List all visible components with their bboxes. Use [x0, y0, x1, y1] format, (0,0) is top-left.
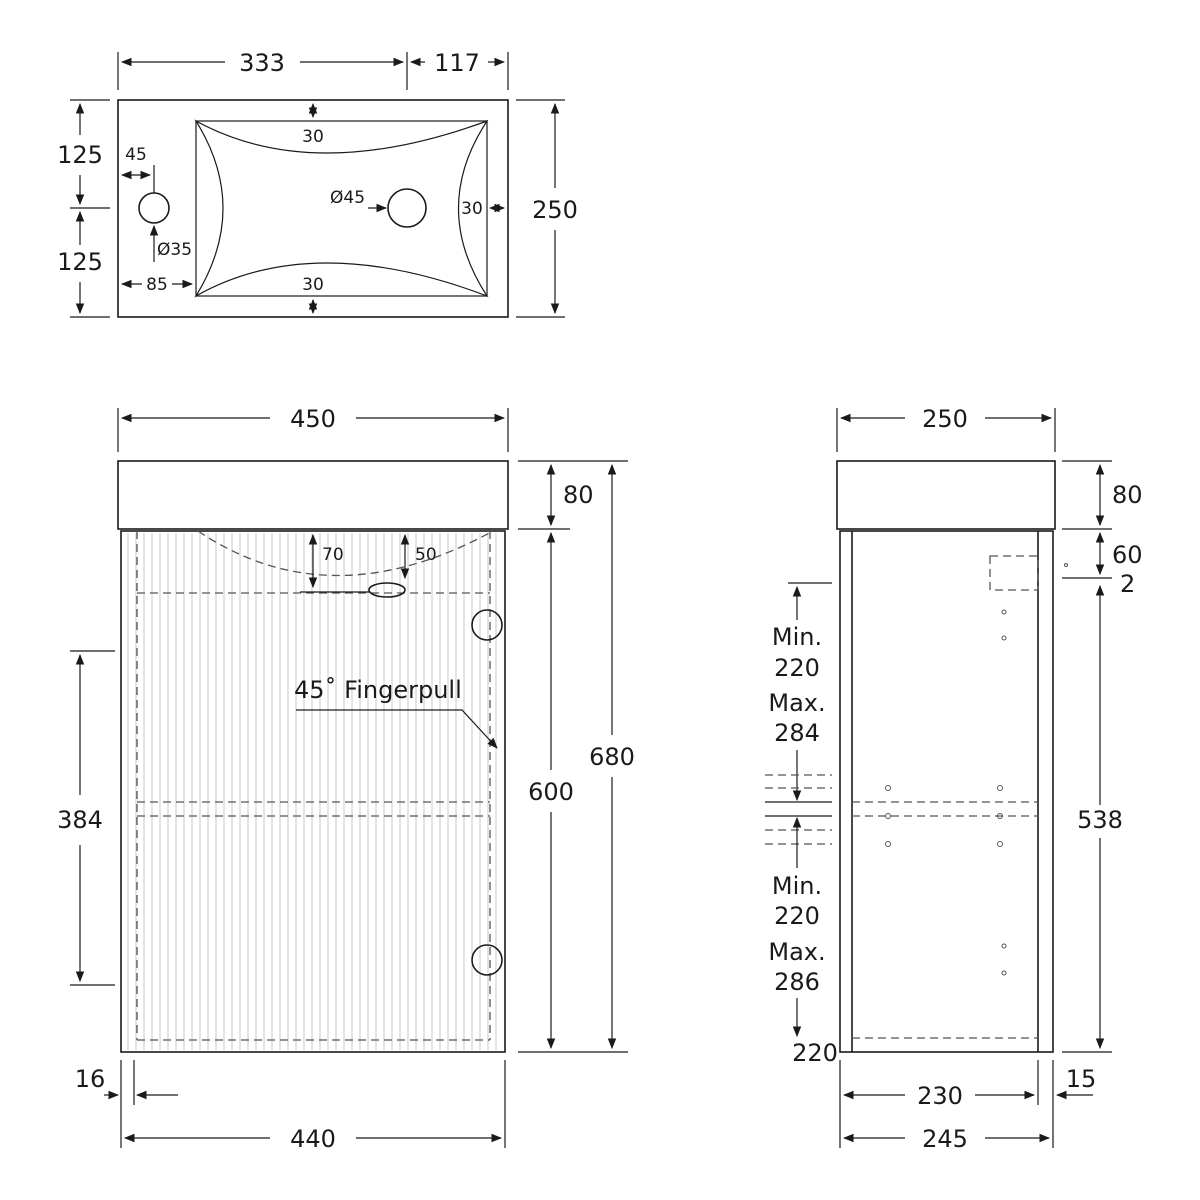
shelf-pin-holes	[885, 563, 1068, 976]
tap-hole-offset-label: 45	[125, 145, 147, 165]
basin-width-right-label: 117	[434, 49, 480, 77]
basin-depth-total-label: 250	[532, 196, 578, 224]
front-elevation-view: 70 50 450 80 600 680 384 45˚ Fingerpull	[57, 405, 635, 1153]
inner-depth-label: 230	[917, 1082, 963, 1110]
side-basin-top	[836, 460, 1056, 530]
side-cabinet	[839, 530, 1054, 1053]
tap-hole	[138, 192, 170, 224]
lower-min-value: 220	[774, 902, 820, 930]
upper-max-label: Max.	[768, 689, 825, 717]
upper-min-value: 220	[774, 654, 820, 682]
bottom-value-label: 220	[792, 1039, 838, 1067]
waste-diameter-label: Ø45	[330, 188, 365, 208]
lower-max-value: 286	[774, 968, 820, 996]
hinge-spacing-label: 384	[57, 806, 103, 834]
basin-depth-upper-label: 125	[57, 141, 103, 169]
upper-gap-small-label: 2	[1120, 570, 1135, 598]
lower-max-label: Max.	[768, 938, 825, 966]
front-top-height-label: 80	[563, 481, 594, 509]
upper-min-label: Min.	[772, 623, 822, 651]
door-thickness-label: 15	[1066, 1065, 1097, 1093]
door-inset-label: 16	[75, 1065, 106, 1093]
bowl-rim-bottom-label: 30	[302, 275, 324, 295]
bowl-outline	[195, 120, 488, 297]
lower-min-label: Min.	[772, 872, 822, 900]
hinge-upper	[471, 609, 503, 641]
front-basin-top	[117, 460, 509, 530]
side-top-depth-label: 250	[922, 405, 968, 433]
hinge-lower	[471, 944, 503, 976]
cabinet-height-label: 600	[528, 778, 574, 806]
waste-rise-label: 50	[415, 545, 437, 565]
rail-bracket	[989, 555, 1039, 591]
waste-drop-label: 70	[322, 545, 344, 565]
front-top-width-label: 450	[290, 405, 336, 433]
bowl-curves	[194, 119, 489, 298]
basin-plan-view: 333 117 125 125 250 45 Ø35 85 30	[57, 49, 578, 318]
cabinet-width-label: 440	[290, 1125, 336, 1153]
bowl-rim-right-label: 30	[461, 199, 483, 219]
upper-gap-label: 60	[1112, 541, 1143, 569]
front-cabinet-door	[120, 530, 506, 1053]
overall-height-label: 680	[589, 743, 635, 771]
tap-hole-diameter-label: Ø35	[157, 240, 192, 260]
waste-hole	[387, 188, 427, 228]
upper-max-value: 284	[774, 719, 820, 747]
interior-height-label: 538	[1077, 806, 1123, 834]
fingerpull-label: 45˚ Fingerpull	[294, 676, 462, 704]
waste-outlet	[368, 582, 406, 598]
side-top-height-label: 80	[1112, 481, 1143, 509]
bowl-hidden-line	[197, 530, 494, 577]
bowl-rim-top-label: 30	[302, 127, 324, 147]
basin-width-left-label: 333	[239, 49, 285, 77]
basin-depth-lower-label: 125	[57, 248, 103, 276]
door-flutes	[127, 533, 497, 1050]
bowl-offset-label: 85	[146, 275, 168, 295]
side-elevation-view: 250 80 60 2 538 Min. 220 Max. 284 Min. 2…	[765, 405, 1143, 1153]
basin-outline	[117, 99, 509, 318]
cabinet-depth-label: 245	[922, 1125, 968, 1153]
